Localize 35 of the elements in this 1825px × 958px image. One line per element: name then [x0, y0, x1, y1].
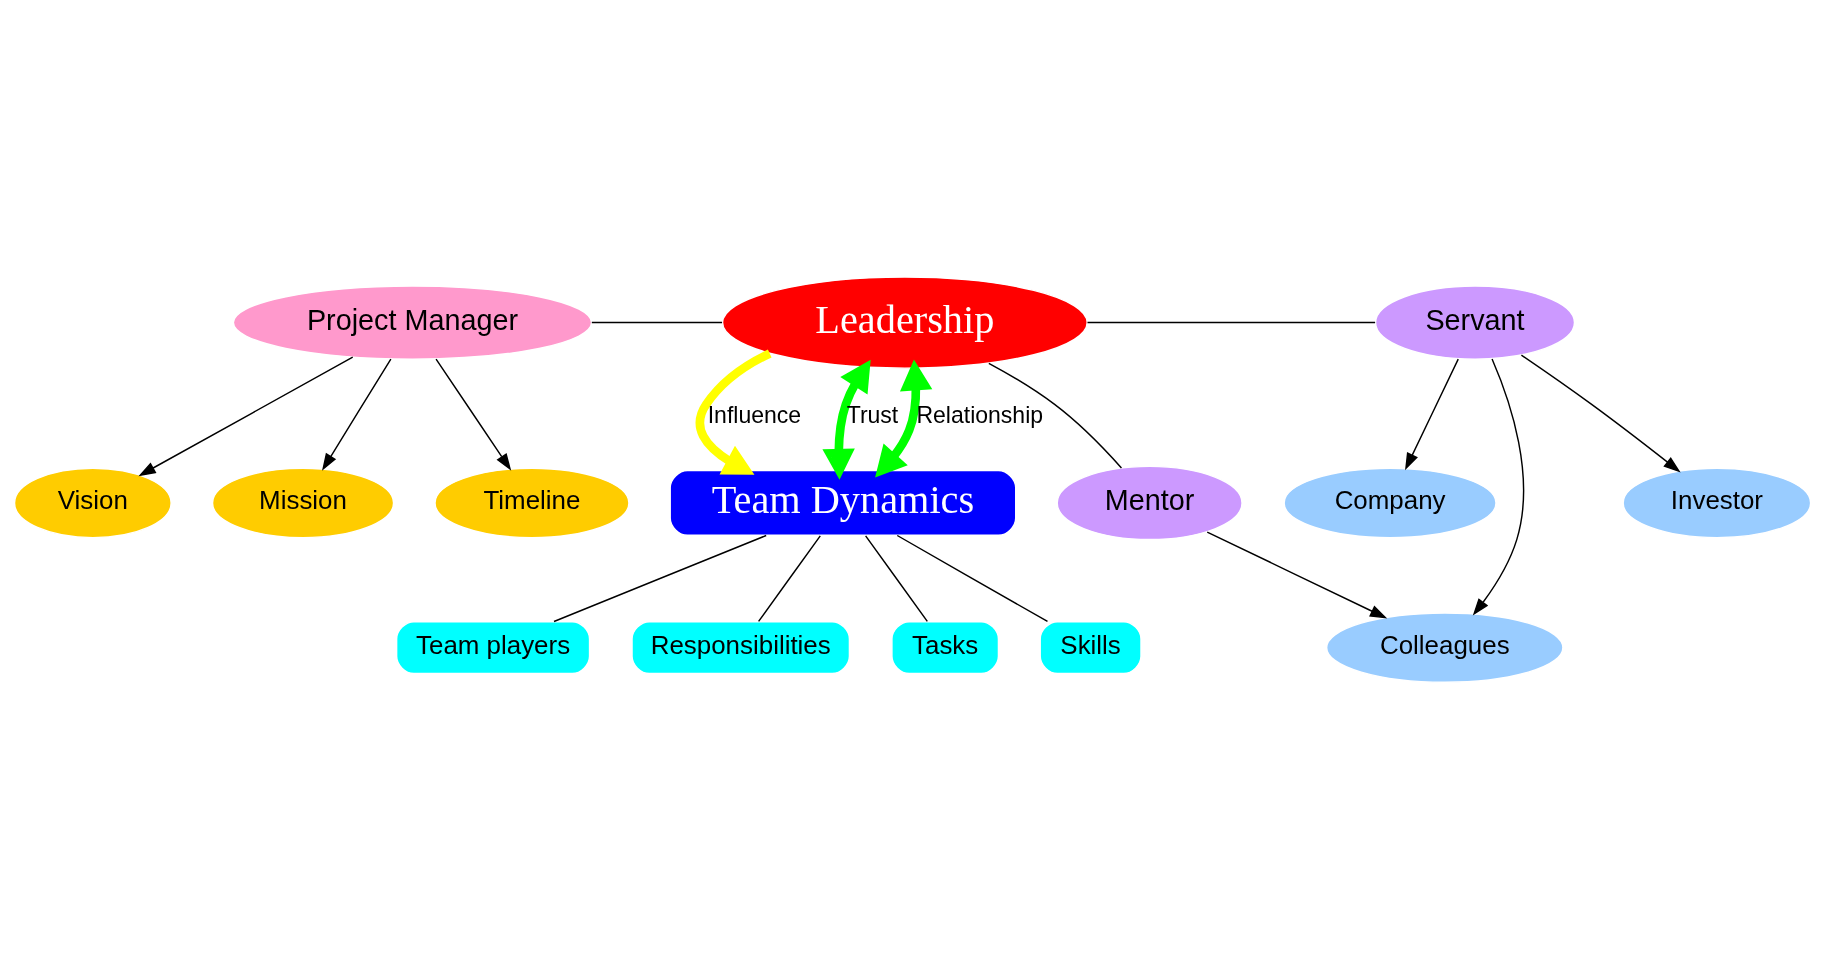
node-box: Skills — [1039, 620, 1142, 674]
connector — [988, 362, 1123, 469]
connector — [553, 534, 767, 622]
arrow — [138, 355, 354, 476]
arrow — [1405, 357, 1459, 470]
arrow — [695, 349, 772, 475]
arrow — [1206, 530, 1388, 619]
arrow — [1520, 353, 1681, 472]
node-ellipse: Servant — [1374, 284, 1576, 360]
node-box: Tasks — [891, 620, 1000, 674]
node-ellipse: Colleagues — [1325, 611, 1564, 683]
connector — [757, 534, 821, 622]
arrow — [822, 359, 871, 480]
arrow — [1472, 357, 1525, 616]
node-ellipse: Vision — [13, 467, 172, 538]
edge-label: Trust — [846, 401, 899, 428]
node-ellipse: Project Manager — [232, 284, 593, 360]
node-ellipse: Mentor — [1056, 465, 1243, 540]
node-ellipse: Mission — [211, 467, 395, 538]
connector — [896, 534, 1049, 622]
connector — [1086, 321, 1376, 323]
edge-label: Influence — [707, 401, 802, 428]
node-box: Responsibilities — [631, 620, 851, 674]
node-box: Team players — [395, 620, 591, 674]
node-ellipse: Company — [1283, 467, 1497, 538]
arrow — [322, 357, 392, 471]
arrow — [875, 359, 933, 477]
node-box: Team Dynamics — [669, 469, 1017, 536]
arrow — [435, 357, 512, 471]
connector — [591, 321, 723, 323]
node-ellipse: Leadership — [721, 275, 1088, 369]
node-ellipse: Investor — [1622, 467, 1812, 538]
node-ellipse: Timeline — [434, 467, 630, 538]
connector — [864, 534, 928, 622]
edge-label: Relationship — [916, 401, 1044, 428]
